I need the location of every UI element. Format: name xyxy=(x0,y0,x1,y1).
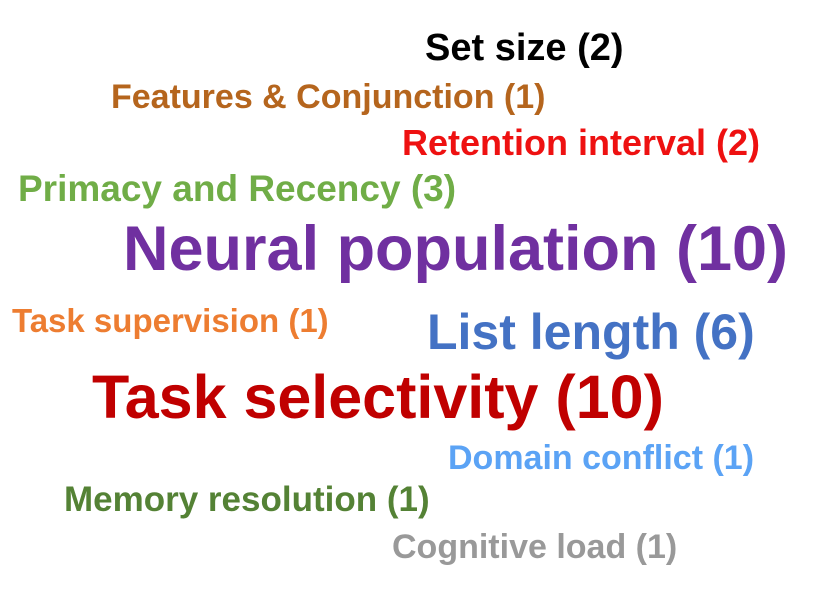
word-primacy-recency: Primacy and Recency (3) xyxy=(18,168,457,209)
word-set-size: Set size (2) xyxy=(425,27,624,69)
word-neural-population: Neural population (10) xyxy=(123,214,789,284)
word-task-supervision: Task supervision (1) xyxy=(12,302,329,339)
word-memory-resolution: Memory resolution (1) xyxy=(64,480,430,519)
word-retention-interval: Retention interval (2) xyxy=(402,122,761,163)
word-task-selectivity: Task selectivity (10) xyxy=(92,363,664,431)
word-list-length: List length (6) xyxy=(427,304,755,360)
word-cognitive-load: Cognitive load (1) xyxy=(392,528,678,566)
word-features-conjunction: Features & Conjunction (1) xyxy=(111,78,546,116)
word-domain-conflict: Domain conflict (1) xyxy=(448,439,755,477)
